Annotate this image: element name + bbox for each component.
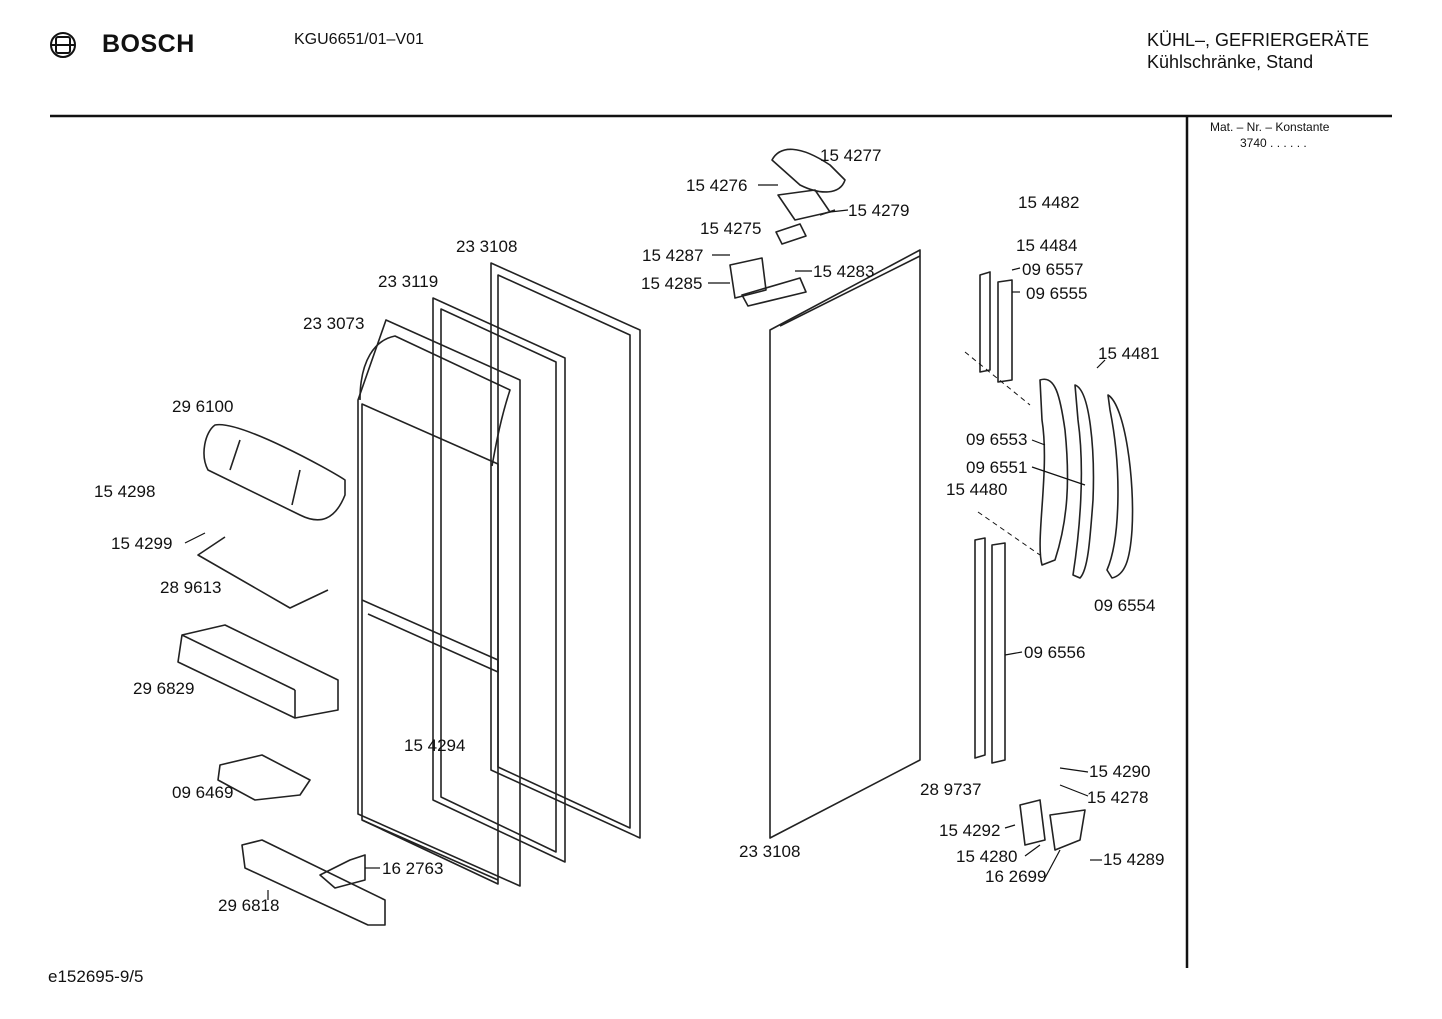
part-label: 09 6556 xyxy=(1024,643,1086,662)
part-label: 29 6829 xyxy=(133,679,195,698)
bottom-hinge-bracket xyxy=(1049,809,1086,851)
mat-number-value: 3740 . . . . . . xyxy=(1240,136,1307,150)
part-label: 15 4290 xyxy=(1089,762,1151,781)
part-label: 15 4279 xyxy=(848,201,910,220)
part-label: 09 6469 xyxy=(172,783,234,802)
part-label: 15 4481 xyxy=(1098,344,1160,363)
part-label: 09 6557 xyxy=(1022,260,1084,279)
brand-name: BOSCH xyxy=(102,30,195,58)
part-label: 15 4294 xyxy=(404,736,466,755)
mat-number-title: Mat. – Nr. – Konstante xyxy=(1210,120,1330,134)
part-label: 15 4277 xyxy=(820,146,882,165)
part-label: 09 6553 xyxy=(966,430,1028,449)
bosch-armature-icon xyxy=(50,32,76,58)
part-label: 15 4280 xyxy=(956,847,1018,866)
handle-body xyxy=(1039,378,1134,579)
dispenser-tray xyxy=(217,754,311,801)
door-gasket-middle xyxy=(432,297,566,863)
bosch-logo xyxy=(48,30,78,65)
part-label: 15 4287 xyxy=(642,246,704,265)
part-label: 15 4298 xyxy=(94,482,156,501)
part-label: 15 4278 xyxy=(1087,788,1149,807)
handle-strip-upper xyxy=(979,271,1013,383)
shelf-cover xyxy=(203,423,346,521)
part-label: 15 4292 xyxy=(939,821,1001,840)
bin-bracket xyxy=(319,854,366,889)
part-label: 15 4480 xyxy=(946,480,1008,499)
door-bin-upper xyxy=(177,624,339,719)
wire-rod xyxy=(197,536,329,609)
model-number: KGU6651/01–V01 xyxy=(294,31,424,48)
part-label: 15 4299 xyxy=(111,534,173,553)
part-label: 15 4285 xyxy=(641,274,703,293)
door-bin-lower xyxy=(241,839,386,926)
part-label: 09 6551 xyxy=(966,458,1028,477)
part-label: 23 3108 xyxy=(456,237,518,256)
part-label: 09 6554 xyxy=(1094,596,1156,615)
part-label: 23 3073 xyxy=(303,314,365,333)
part-label: 15 4276 xyxy=(686,176,748,195)
part-label: 28 9613 xyxy=(160,578,222,597)
part-label: 29 6100 xyxy=(172,397,234,416)
part-label: 15 4283 xyxy=(813,262,875,281)
part-label: 15 4484 xyxy=(1016,236,1078,255)
door-inner-liner xyxy=(357,319,521,887)
part-label: 09 6555 xyxy=(1026,284,1088,303)
part-label: 23 3108 xyxy=(739,842,801,861)
footer-code: e152695-9/5 xyxy=(48,967,144,986)
top-hinge-bracket xyxy=(777,189,836,221)
part-label: 15 4289 xyxy=(1103,850,1165,869)
part-label: 15 4275 xyxy=(700,219,762,238)
part-label: 29 6818 xyxy=(218,896,280,915)
hinge-plate xyxy=(775,223,807,245)
part-label: 16 2763 xyxy=(382,859,444,878)
part-label: 28 9737 xyxy=(920,780,982,799)
category-line-2: Kühlschränke, Stand xyxy=(1147,52,1314,72)
category-line-1: KÜHL–, GEFRIERGERÄTE xyxy=(1147,30,1370,50)
part-label: 15 4482 xyxy=(1018,193,1080,212)
bottom-hinge-plate xyxy=(1019,799,1046,846)
door-outer-panel xyxy=(769,249,921,839)
part-label: 16 2699 xyxy=(985,867,1047,886)
part-label: 23 3119 xyxy=(378,272,439,291)
hinge-block xyxy=(729,257,807,307)
handle-strip-lower xyxy=(974,537,1006,764)
